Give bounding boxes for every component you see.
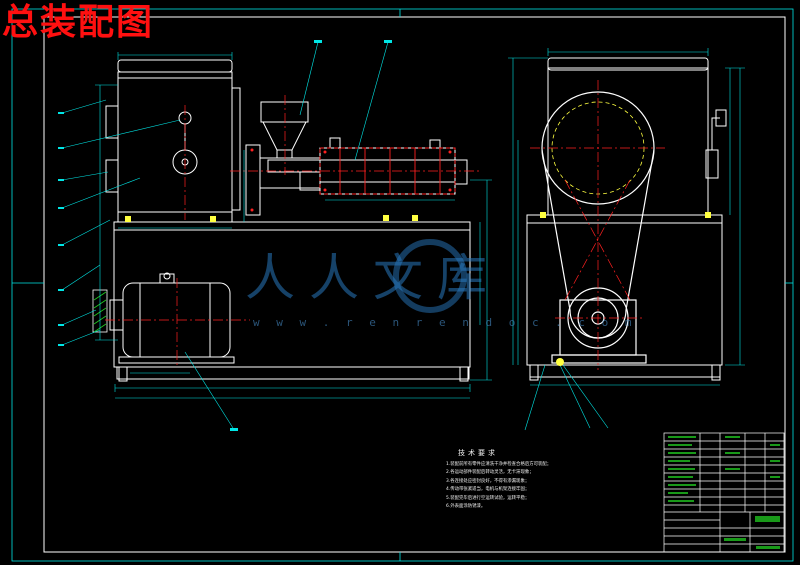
note-line: 6.外表面涂防锈漆。	[446, 504, 486, 510]
note-line: 4.传动带张紧适当，电机与机架连接牢固；	[446, 487, 530, 493]
side-view	[508, 48, 745, 431]
upper-box	[105, 59, 241, 223]
front-leaders	[61, 41, 389, 429]
side-fasteners	[540, 212, 711, 366]
drawing-title: 总装配图	[2, 1, 155, 43]
title-block	[663, 432, 785, 553]
front-view	[58, 40, 492, 431]
fasteners	[125, 215, 418, 222]
barrel-bolts	[250, 148, 452, 212]
side-centerlines	[530, 80, 665, 370]
front-leader-tags	[58, 40, 392, 431]
note-line: 5.装配完毕后进行空运转试验，运转平稳；	[446, 495, 530, 501]
front-centerlines	[105, 95, 480, 365]
title-block-fills	[668, 436, 780, 549]
front-dimensions	[95, 52, 492, 399]
note-line: 3.各连接处应密封良好，不得有渗漏现象；	[446, 478, 530, 484]
side-leaders	[524, 364, 609, 431]
note-line: 2.各运动部件装配后转动灵活，无卡滞现象；	[446, 470, 534, 476]
note-line: 1.装配前所有零件应清洗干净并检查合格后方可装配；	[446, 462, 552, 467]
feed-hopper	[260, 101, 321, 173]
side-upper-box	[547, 57, 727, 216]
notes-heading: 技术要求	[458, 449, 498, 457]
base-frame	[113, 221, 471, 382]
motor	[109, 272, 235, 364]
technical-notes: 技术要求 1.装配前所有零件应清洗干净并检查合格后方可装配； 2.各运动部件装配…	[446, 448, 621, 511]
side-dimensions	[508, 48, 745, 386]
drawing-frame	[11, 8, 794, 562]
